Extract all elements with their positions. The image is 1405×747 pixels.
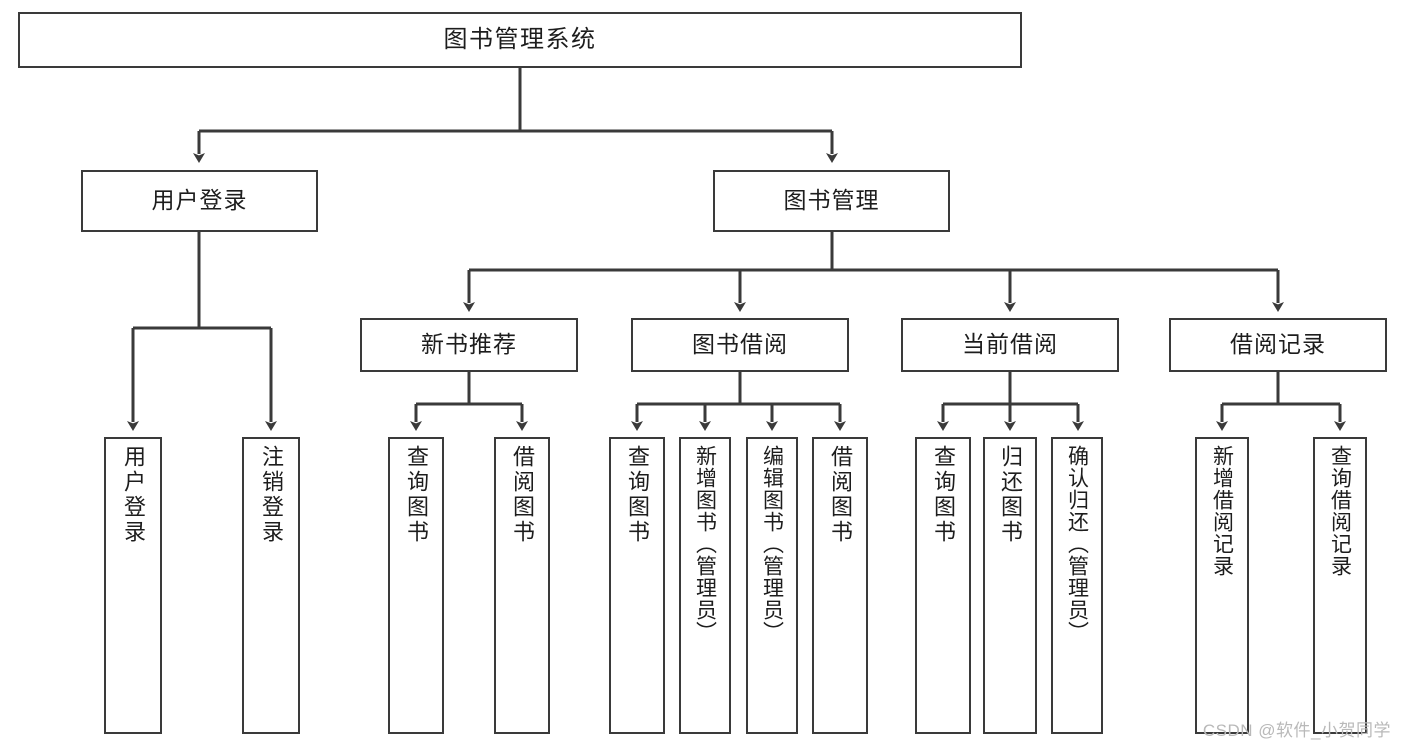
node-leaf-cur-query-book[interactable]: 查询图书 xyxy=(915,437,971,734)
node-leaf-borrow-add-book[interactable]: 新增图书（管理员） xyxy=(679,437,731,734)
node-leaf-user-login[interactable]: 用户登录 xyxy=(104,437,162,734)
node-leaf-rec-query-record-label: 查询借阅记录 xyxy=(1328,445,1352,577)
node-leaf-borrow-edit-book-label: 编辑图书（管理员） xyxy=(760,445,784,643)
node-leaf-cur-confirm-return-label: 确认归还（管理员） xyxy=(1065,445,1089,643)
node-root[interactable]: 图书管理系统 xyxy=(18,12,1022,68)
node-leaf-rec-query-book-label: 查询图书 xyxy=(404,445,429,545)
node-root-label: 图书管理系统 xyxy=(443,25,597,53)
csdn-watermark: CSDN @软件_小贺同学 xyxy=(1202,721,1391,740)
node-leaf-borrow-add-book-label: 新增图书（管理员） xyxy=(693,445,717,643)
node-leaf-rec-add-record-label: 新增借阅记录 xyxy=(1210,445,1234,577)
node-leaf-rec-query-book[interactable]: 查询图书 xyxy=(388,437,444,734)
node-user-login-label: 用户登录 xyxy=(151,187,248,214)
node-leaf-rec-borrow-book[interactable]: 借阅图书 xyxy=(494,437,550,734)
node-leaf-rec-borrow-book-label: 借阅图书 xyxy=(510,445,535,545)
node-user-login[interactable]: 用户登录 xyxy=(81,170,318,232)
node-leaf-cur-confirm-return[interactable]: 确认归还（管理员） xyxy=(1051,437,1103,734)
node-leaf-borrow-borrow-book[interactable]: 借阅图书 xyxy=(812,437,868,734)
node-book-borrow-label: 图书借阅 xyxy=(692,331,788,358)
node-leaf-rec-query-record[interactable]: 查询借阅记录 xyxy=(1313,437,1367,734)
node-leaf-borrow-edit-book[interactable]: 编辑图书（管理员） xyxy=(746,437,798,734)
node-leaf-cur-return-book[interactable]: 归还图书 xyxy=(983,437,1037,734)
node-borrow-record-label: 借阅记录 xyxy=(1230,331,1326,358)
node-leaf-user-login-label: 用户登录 xyxy=(121,445,146,545)
node-leaf-user-logout[interactable]: 注销登录 xyxy=(242,437,300,734)
node-new-book-recommend[interactable]: 新书推荐 xyxy=(360,318,578,372)
node-leaf-borrow-borrow-book-label: 借阅图书 xyxy=(828,445,853,545)
node-book-manage[interactable]: 图书管理 xyxy=(713,170,950,232)
node-leaf-cur-query-book-label: 查询图书 xyxy=(931,445,956,545)
node-new-book-recommend-label: 新书推荐 xyxy=(421,331,517,358)
node-current-borrow-label: 当前借阅 xyxy=(962,331,1058,358)
node-current-borrow[interactable]: 当前借阅 xyxy=(901,318,1119,372)
node-book-borrow[interactable]: 图书借阅 xyxy=(631,318,849,372)
node-borrow-record[interactable]: 借阅记录 xyxy=(1169,318,1387,372)
node-leaf-borrow-query-book-label: 查询图书 xyxy=(625,445,650,545)
node-leaf-cur-return-book-label: 归还图书 xyxy=(998,445,1023,545)
node-leaf-user-logout-label: 注销登录 xyxy=(259,445,284,545)
node-book-manage-label: 图书管理 xyxy=(783,187,880,214)
node-leaf-rec-add-record[interactable]: 新增借阅记录 xyxy=(1195,437,1249,734)
node-leaf-borrow-query-book[interactable]: 查询图书 xyxy=(609,437,665,734)
